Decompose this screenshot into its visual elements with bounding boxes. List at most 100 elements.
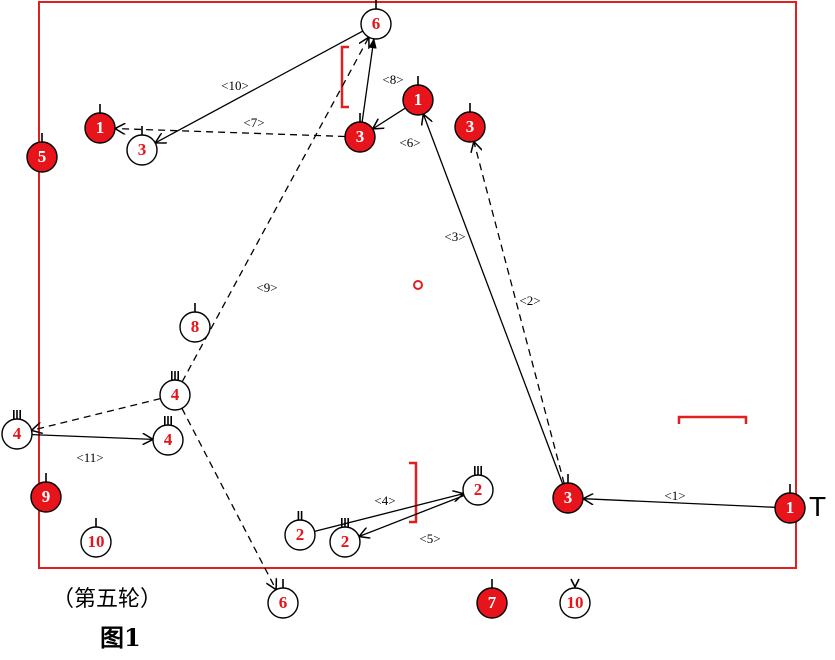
node-number: 10 xyxy=(567,593,584,612)
player-node-n4-left: 4 xyxy=(1,410,33,450)
node-number: 4 xyxy=(171,385,180,404)
edge-label-8: <8> xyxy=(382,72,403,87)
node-circle xyxy=(462,474,494,506)
edge-label-1: <1> xyxy=(664,488,685,503)
node-circle xyxy=(552,482,584,514)
edge-label-7: <7> xyxy=(243,115,264,130)
player-node-n3-right: 3 xyxy=(454,103,486,143)
player-node-n9: 9 xyxy=(30,473,62,513)
edge-10 xyxy=(155,30,364,143)
edge-11 xyxy=(31,435,153,440)
player-node-n2-c: 2 xyxy=(462,466,494,506)
player-node-n2-a: 2 xyxy=(284,511,316,551)
node-number: 1 xyxy=(414,90,423,109)
node-number: 2 xyxy=(474,480,483,499)
node-number: 1 xyxy=(786,498,795,517)
player-node-n1-left: 1 xyxy=(84,104,116,144)
player-node-n4-low: 4 xyxy=(152,416,184,456)
node-circle xyxy=(559,587,591,619)
player-node-n7: 7 xyxy=(476,579,508,619)
edge-6 xyxy=(373,107,406,129)
caption-round: （第五轮） xyxy=(52,587,162,612)
red-marks xyxy=(340,45,748,524)
edge-label-2: <2> xyxy=(519,293,540,308)
t-mark: T xyxy=(809,491,826,522)
field-frame xyxy=(38,1,797,569)
node-number: 6 xyxy=(372,14,381,33)
node-number: 4 xyxy=(164,430,173,449)
node-number: 4 xyxy=(13,424,22,443)
node-circle xyxy=(1,418,33,450)
player-node-n5: 5 xyxy=(26,133,58,173)
node-number: 10 xyxy=(88,532,105,551)
node-number: 1 xyxy=(96,118,105,137)
node-number: 8 xyxy=(191,317,200,336)
node-circle xyxy=(454,111,486,143)
player-node-n4-mid: 4 xyxy=(159,371,191,411)
node-circle xyxy=(329,526,361,558)
node-circle xyxy=(152,424,184,456)
edge-4 xyxy=(314,494,464,532)
node-circle xyxy=(26,141,58,173)
node-circle xyxy=(84,112,116,144)
node-number: 6 xyxy=(279,593,288,612)
player-node-n10-left: 10 xyxy=(80,518,112,558)
node-number: 2 xyxy=(296,525,305,544)
node-circle xyxy=(344,121,376,153)
center-spot xyxy=(413,280,423,290)
edge-label-9: <9> xyxy=(256,280,277,295)
node-number: 5 xyxy=(38,147,47,166)
edge-3 xyxy=(423,114,564,485)
node-number: 3 xyxy=(138,140,147,159)
edge-1 xyxy=(583,499,776,508)
edge-unlabeled-11 xyxy=(32,397,161,431)
bracket-bottom xyxy=(409,461,418,524)
edge-5 xyxy=(359,494,465,536)
node-circle xyxy=(774,492,806,524)
caption-figure: 图1 xyxy=(100,623,141,652)
node-circle xyxy=(30,481,62,513)
edge-unlabeled-12 xyxy=(181,408,276,589)
edges-layer: <1> <2> <3> <4> <5> <6> <7> <8> <9> <10> <11> xyxy=(31,30,776,590)
bracket-right xyxy=(677,415,748,424)
node-number: 3 xyxy=(564,488,573,507)
node-number: 3 xyxy=(466,117,475,136)
bracket-top xyxy=(340,45,349,109)
player-node-n6-top: 6 xyxy=(360,0,392,40)
player-node-n1-center: 1 xyxy=(402,76,434,116)
node-circle xyxy=(360,8,392,40)
node-circle xyxy=(126,134,158,166)
edge-2 xyxy=(474,142,565,484)
node-number: 7 xyxy=(488,593,497,612)
node-number: 2 xyxy=(341,532,350,551)
node-circle xyxy=(80,526,112,558)
player-node-n6-bottom: 6 xyxy=(267,579,299,619)
edge-label-11: <11> xyxy=(76,450,103,465)
node-tick xyxy=(570,578,580,589)
node-circle xyxy=(267,587,299,619)
edge-7 xyxy=(115,129,346,138)
player-node-n1-bottom: 1 xyxy=(774,484,806,524)
nodes-layer: 6 1 3 5 3 1 3 8 4 4 4 9 10 2 2 2 3 1 6 7 10 xyxy=(1,0,806,619)
player-node-n10-bottom: 10 xyxy=(559,578,591,619)
edge-label-3: <3> xyxy=(444,229,465,244)
player-node-n3-bottom: 3 xyxy=(552,474,584,514)
node-circle xyxy=(402,84,434,116)
player-node-n3-left: 3 xyxy=(126,126,158,166)
edge-9 xyxy=(181,37,369,383)
node-number: 9 xyxy=(42,487,51,506)
player-node-n8: 8 xyxy=(179,303,211,343)
node-circle xyxy=(159,379,191,411)
node-circle xyxy=(179,311,211,343)
node-number: 3 xyxy=(356,127,365,146)
player-node-n2-b: 2 xyxy=(329,518,361,558)
edge-label-4: <4> xyxy=(374,493,395,508)
node-circle xyxy=(284,519,316,551)
player-node-n3-center: 3 xyxy=(344,113,376,153)
node-circle xyxy=(476,587,508,619)
edge-8 xyxy=(361,37,377,123)
edge-label-6: <6> xyxy=(399,135,420,150)
edge-label-10: <10> xyxy=(221,78,249,93)
edge-label-5: <5> xyxy=(419,531,440,546)
